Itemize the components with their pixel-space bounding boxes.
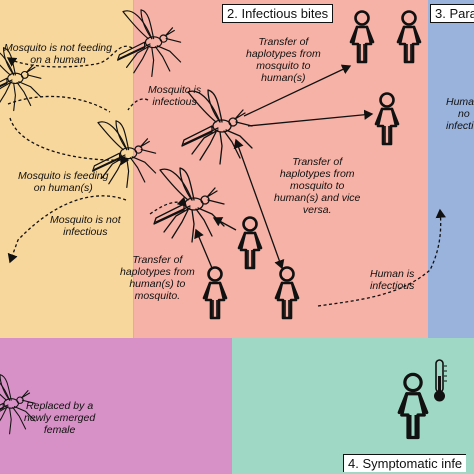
person-icon <box>274 266 300 320</box>
person-icon <box>396 10 422 64</box>
symptomatic-title: 4. Symptomatic infe <box>343 454 467 472</box>
thermometer-icon <box>434 359 447 402</box>
person-icon <box>202 266 228 320</box>
person-icon <box>349 10 375 64</box>
mosquito-icon <box>117 9 182 77</box>
person-icon <box>374 92 400 146</box>
parasite-title: 3. Para <box>430 4 474 23</box>
person-icon <box>237 216 263 270</box>
phase-1-panel <box>0 0 134 338</box>
symptomatic-panel <box>232 338 474 474</box>
person-icon <box>397 372 429 440</box>
infectious-bites-title: 2. Infectious bites <box>222 4 334 23</box>
parasite-panel <box>428 0 474 338</box>
replacement-panel <box>0 338 232 474</box>
